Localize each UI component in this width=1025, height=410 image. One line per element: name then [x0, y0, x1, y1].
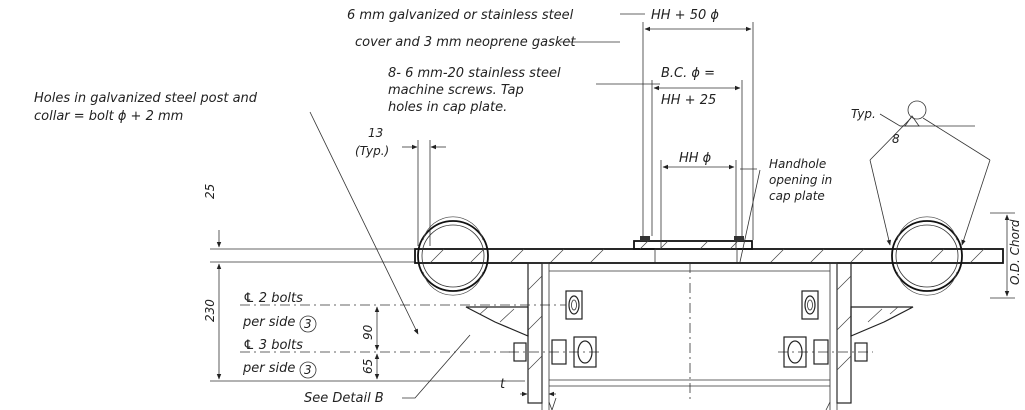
left-chord-pipe [417, 216, 489, 296]
weld-typ-label: Typ. [851, 107, 876, 121]
handhole-line1: Handhole [769, 157, 826, 171]
top-dimensions [402, 22, 754, 249]
cover-plate [633, 236, 753, 264]
dim-230: 230 [203, 299, 217, 322]
leader-lines [309, 13, 761, 335]
bolt-circle-label: B.C. ϕ = [661, 66, 715, 81]
bolts3-line2: per side [242, 361, 295, 376]
screws-callout-line2: machine screws. Tap [388, 83, 524, 98]
gusset-plates [465, 306, 914, 337]
dim-65: 65 [361, 359, 375, 374]
weld-size-label: 8 [892, 132, 900, 146]
dim-13: 13 [368, 126, 383, 140]
labels: 6 mm galvanized or stainless steel cover… [34, 8, 1022, 406]
hh-plus-50-dimension: HH + 50 ϕ [651, 8, 719, 23]
bolts2-note-ref: 3 [304, 317, 312, 331]
bolts3-note-ref: 3 [304, 363, 312, 377]
cap-plate [414, 248, 1004, 264]
bolt-circle-value: HH + 25 [661, 93, 716, 108]
holes-callout-line1: Holes in galvanized steel post and [34, 91, 258, 106]
screws-callout-line1: 8- 6 mm-20 stainless steel [388, 66, 561, 81]
dim-90: 90 [361, 324, 375, 340]
handhole-diameter: HH ϕ [679, 151, 712, 166]
weld-symbol [869, 100, 1015, 299]
od-chord-label: O.D. Chord [1008, 219, 1022, 285]
screws-callout-line3: holes in cap plate. [388, 100, 507, 115]
bolts [509, 290, 873, 368]
cover-callout-line1: 6 mm galvanized or stainless steel [347, 8, 574, 23]
bolts2-line1: ℄ 2 bolts [243, 291, 303, 306]
cover-callout-line2: cover and 3 mm neoprene gasket [355, 35, 576, 50]
dim-13-typ: (Typ.) [355, 144, 389, 158]
vertical-dimensions [210, 230, 566, 382]
bolts2-line2: per side [242, 315, 295, 330]
bottom-leaders [402, 334, 556, 399]
see-detail-b: See Detail B [304, 391, 384, 406]
holes-callout-line2: collar = bolt ϕ + 2 mm [34, 109, 183, 124]
right-chord-pipe [891, 216, 963, 296]
dim-25: 25 [203, 184, 217, 199]
handhole-line2: opening in [769, 173, 832, 187]
handhole-line3: cap plate [769, 189, 825, 203]
dim-t: t [500, 377, 506, 392]
bolts3-line1: ℄ 3 bolts [243, 338, 303, 353]
